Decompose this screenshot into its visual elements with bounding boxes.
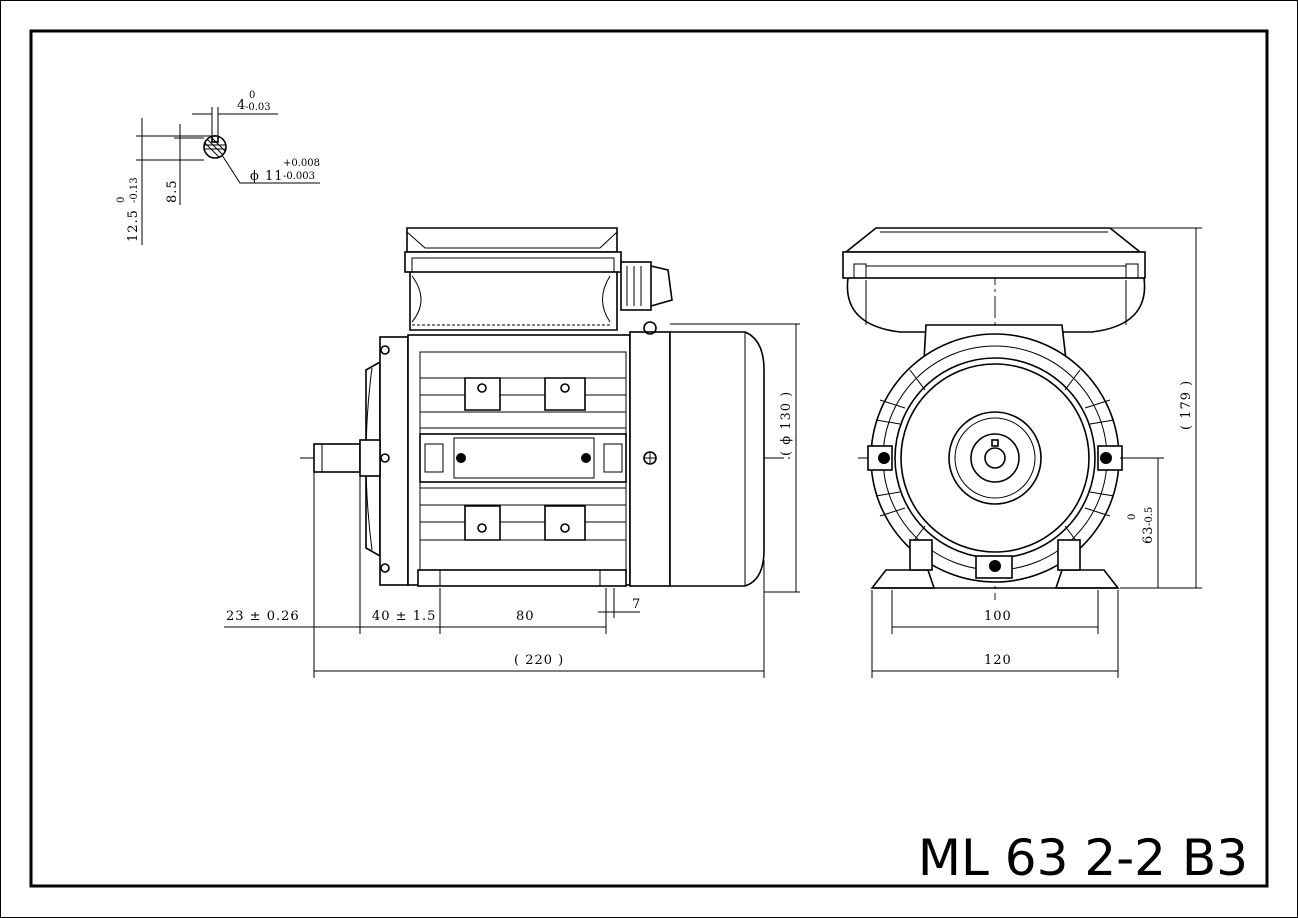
shaft-dia-tol-upper: +0.008 <box>283 158 320 169</box>
key-height-tol-lower: -0.13 <box>129 177 140 203</box>
key-width-tol-upper: 0 <box>249 90 255 101</box>
model-title: ML 63 2-2 B3 <box>918 829 1248 887</box>
shaft-height-tol-lower: -0.5 <box>1144 507 1155 526</box>
shaft-height-tol-upper: 0 <box>1127 514 1138 520</box>
foot-spacing-label: 80 <box>516 609 535 624</box>
keyway-depth-label: 8.5 <box>165 179 180 203</box>
key-detail: 4 0 -0.03 ϕ 11 +0.008 -0.003 12.5 0 -0.1… <box>116 90 320 245</box>
side-view: 23 ± 0.26 40 ± 1.5 80 7 ( 220 ) ( ϕ 130 … <box>224 227 800 678</box>
shaft-dia-tol-lower: -0.003 <box>283 171 315 182</box>
shaft-diameter-label: ϕ 11 <box>250 169 284 184</box>
foot-width-front-label: 120 <box>984 653 1012 668</box>
key-width-label: 4 <box>237 98 246 113</box>
key-height-label: 12.5 <box>126 209 141 242</box>
shaft-to-foot-label: 40 ± 1.5 <box>372 609 436 624</box>
foot-width-label: 7 <box>632 597 641 612</box>
front-view: 100 120 ( 179 ) 63 0 -0.5 <box>842 227 1202 678</box>
key-width-tol-lower: -0.03 <box>245 102 271 113</box>
shaft-length-label: 23 ± 0.26 <box>226 609 300 624</box>
drawing-frame <box>29 29 1269 888</box>
shaft-height-label: 63 <box>1141 525 1156 544</box>
key-height-tol-upper: 0 <box>116 197 127 203</box>
overall-length-label: ( 220 ) <box>514 653 564 668</box>
fan-cover-dia-label: ( ϕ 130 ) <box>779 391 794 456</box>
overall-height-label: ( 179 ) <box>1179 380 1194 430</box>
foot-hole-spacing-label: 100 <box>984 609 1012 624</box>
